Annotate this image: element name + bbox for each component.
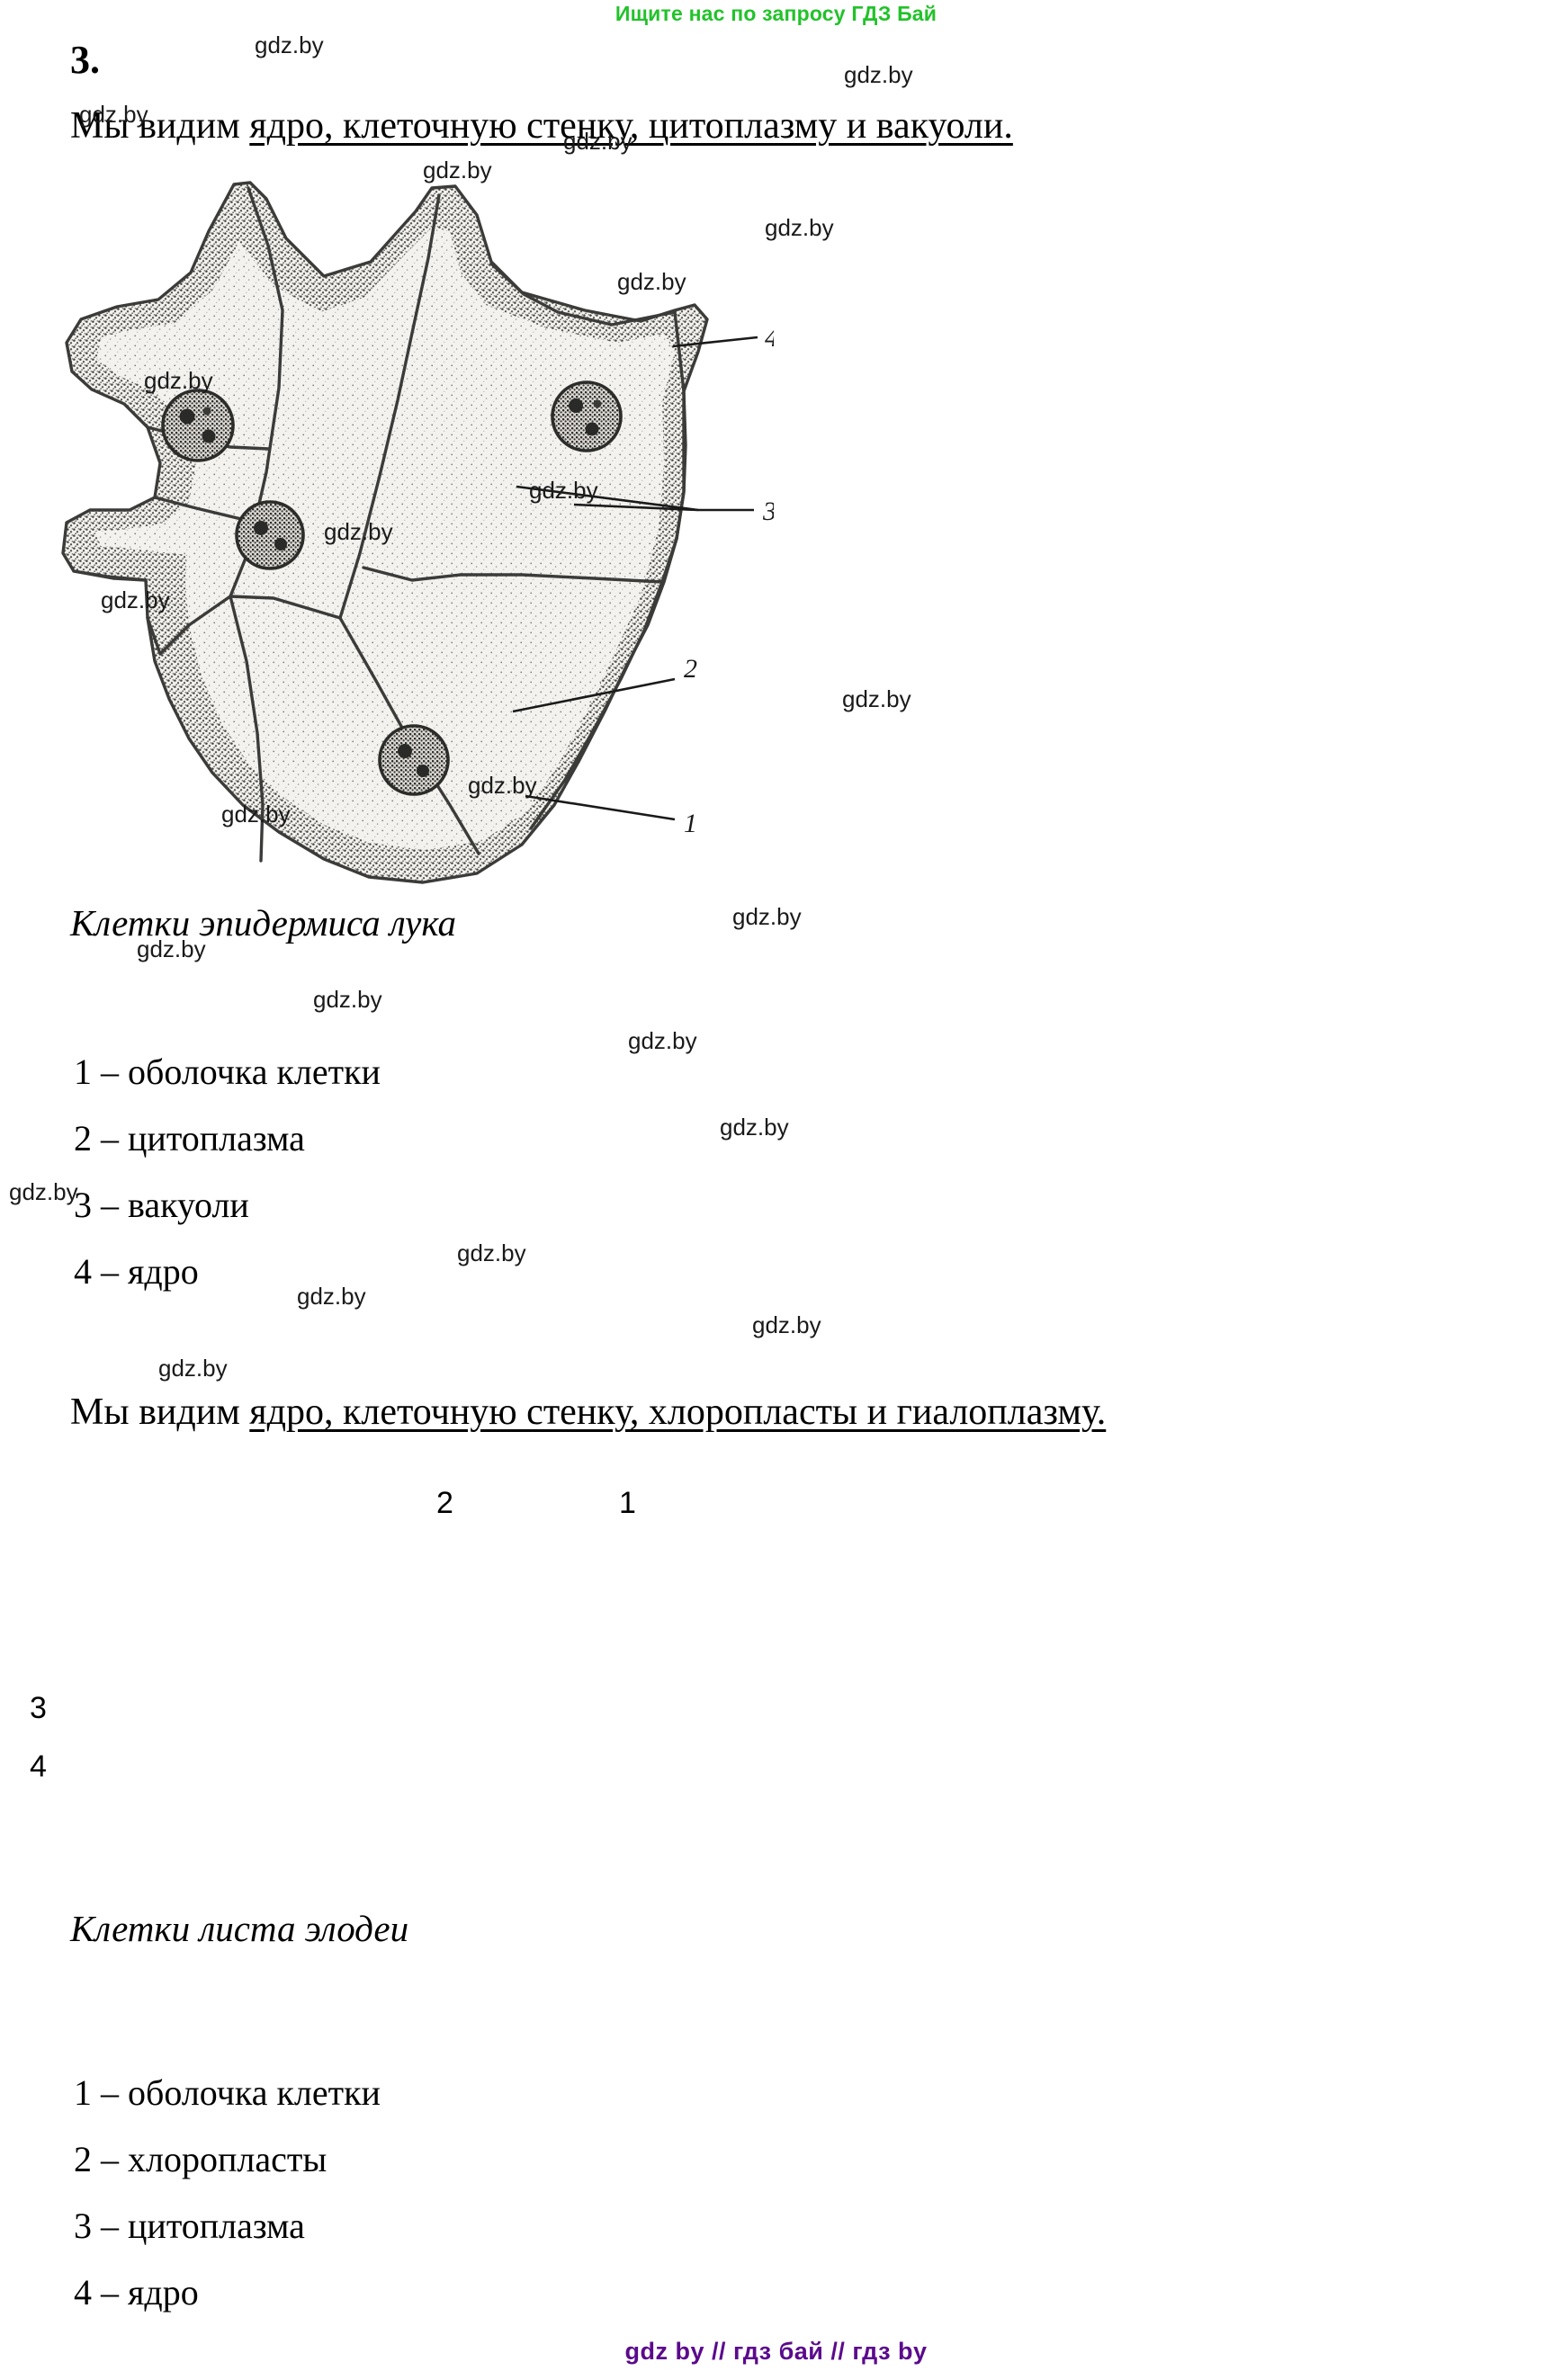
watermark: gdz.by [457, 1239, 526, 1266]
watermark: gdz.by [732, 903, 802, 930]
nucleus [161, 389, 235, 462]
caption-elodea-leaf: Клетки листа элодеи [70, 1908, 409, 1949]
legend-item: 3 – цитоплазма [74, 2206, 305, 2246]
promo-header-text: Ищите нас по запросу ГДЗ Бай [615, 2, 937, 25]
watermark: gdz.by [313, 986, 382, 1013]
watermark: gdz.by [255, 31, 324, 58]
watermark: gdz.by [9, 1178, 78, 1205]
watermark: gdz.by [158, 1355, 228, 1382]
nucleus-group [161, 380, 623, 796]
answer-elodea-lead: Мы видим [70, 1391, 250, 1433]
task-number: 3. [70, 38, 100, 82]
elodea-callout-4: 4 [30, 1749, 47, 1784]
legend-item: 2 – цитоплазма [74, 1118, 305, 1159]
legend-item: 1 – оболочка клетки [74, 1051, 381, 1092]
nucleus [378, 724, 450, 796]
callout-1: 1 [684, 809, 697, 838]
callout-3: 3 [762, 497, 774, 526]
figure-callout-numbers: 4 3 2 1 [684, 323, 774, 838]
watermark: gdz.by [842, 685, 911, 712]
watermark: gdz.by [720, 1114, 789, 1141]
legend-onion: 1 – оболочка клетки 2 – цитоплазма 3 – в… [74, 1039, 381, 1305]
answer-elodea-underlined: ядро, клеточную стенку, хлоропласты и ги… [249, 1391, 1107, 1433]
onion-epidermis-drawing: 4 3 2 1 [61, 181, 774, 884]
legend-item: 2 – хлоропласты [74, 2139, 327, 2179]
watermark: gdz.by [752, 1311, 821, 1338]
watermark: gdz.by [844, 61, 913, 88]
callout-4: 4 [765, 323, 774, 353]
elodea-callout-2: 2 [436, 1486, 453, 1520]
cell-wall-network [61, 181, 709, 884]
answer-onion-lead: Мы видим [70, 105, 250, 147]
callout-2: 2 [684, 654, 697, 684]
elodea-callout-3: 3 [30, 1691, 47, 1725]
nucleus [551, 380, 623, 452]
answer-sentence-onion: Мы видим ядро, клеточную стенку, цитопла… [70, 106, 1013, 146]
caption-onion-epidermis: Клетки эпидермиса лука [70, 902, 457, 944]
nucleus [235, 500, 305, 570]
legend-elodea: 1 – оболочка клетки 2 – хлоропласты 3 – … [74, 2060, 381, 2326]
figure-elodea-leaf: 2 1 3 4 [0, 1453, 1552, 1902]
legend-item: 4 – ядро [74, 1251, 199, 1292]
watermark: gdz.by [628, 1027, 697, 1054]
answer-onion-underlined: ядро, клеточную стенку, цитоплазму и вак… [249, 105, 1013, 147]
promo-footer-text: gdz by // гдз бай // гдз by [624, 2338, 928, 2365]
watermark: gdz.by [765, 214, 834, 241]
legend-item: 4 – ядро [74, 2272, 199, 2313]
elodea-callout-1: 1 [619, 1486, 636, 1520]
figure-onion-epidermis: 4 3 2 1 [54, 175, 774, 886]
legend-item: 3 – вакуоли [74, 1185, 249, 1225]
answer-sentence-elodea: Мы видим ядро, клеточную стенку, хлоропл… [70, 1392, 1106, 1432]
leader-lines [512, 336, 758, 821]
legend-item: 1 – оболочка клетки [74, 2072, 381, 2113]
